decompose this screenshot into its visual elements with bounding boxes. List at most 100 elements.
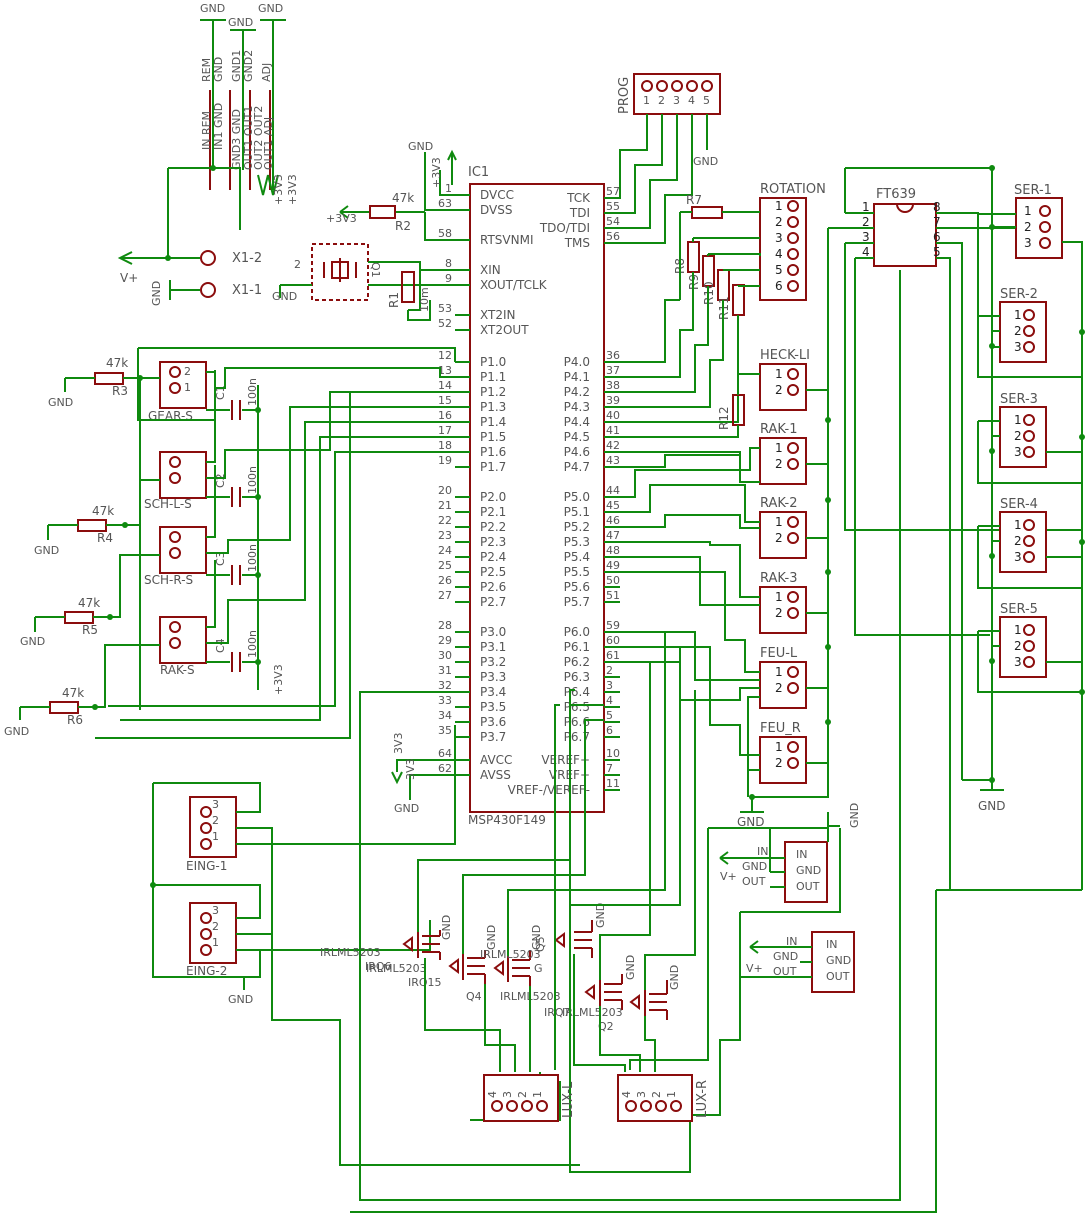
ser3-label: SER-3 [1000,392,1038,407]
ic-right-pin-name: P5.1 [564,505,590,519]
ic-left-pin-name: XT2IN [480,308,516,322]
ic-right-pin-num: 54 [606,215,620,228]
reg2-gnd: GND [826,954,851,967]
ic-left-pin-num: 64 [438,747,452,760]
regulators: IN GND OUT IN GND OUT V+ GND IN GND OUT … [350,270,1082,1213]
ic-left-pin-num: 12 [438,349,452,362]
ic-right-pin-name: TCK [566,191,591,205]
luxr-pin1: 1 [665,1091,678,1098]
ic-right-pin-name: TDO/TDI [539,221,590,235]
luxr-pin4: 4 [620,1091,633,1098]
clock-section: GND +3V3 +3V3 47k R2 Q1 2 GND R1 10m [272,140,470,321]
svg-text:1: 1 [775,665,783,679]
ft-pin6: 6 [933,230,941,244]
ic-left-pin-num: 53 [438,302,452,315]
v33-caps: +3V3 [272,664,285,695]
ic-left-pin-name: DVSS [480,203,512,217]
reg1-in: IN [796,848,807,861]
ic-right-pin-name: P4.7 [564,460,590,474]
reg1-gnd: GND [796,864,821,877]
ser4: 123 SER-4 [999,497,1047,573]
ic-right-pin-num: 50 [606,574,620,587]
ic-left-pin-num: 26 [438,574,452,587]
luxl-pin1: 1 [531,1091,544,1098]
svg-text:2: 2 [775,681,783,695]
c4-value: 100n [246,630,259,658]
gnd-prog: GND [693,155,718,168]
ft-pin5: 5 [933,245,941,259]
svg-text:2: 2 [775,383,783,397]
r1-label: R1 [387,292,401,308]
gnd-quartz: GND [272,290,297,303]
ic-right-pin-name: P5.6 [564,580,590,594]
raks-label: RAK-S [160,663,195,677]
ic-left-pin-name: P2.1 [480,505,506,519]
ic-left-pin-name: AVSS [480,768,511,782]
svg-text:3: 3 [1014,340,1022,354]
feur-label: FEU_R [760,721,801,736]
ic-left-pin-name: P2.3 [480,535,506,549]
ic-right-pin-name: VREF-/VEREF- [508,783,590,797]
ic-left-pin-num: 30 [438,649,452,662]
schl-label: SCH-L-S [144,497,192,511]
q16-g: G [534,962,543,975]
ic-left-pin-name: P3.2 [480,655,506,669]
q4-name: Q4 [466,990,482,1003]
gnd-r5: GND [20,635,45,648]
reg1-out: OUT [796,880,820,893]
eing-connectors: 3 2 1 EING-1 3 2 1 EING-2 GND [150,725,580,1166]
ic-right-pin-name: P6.4 [564,685,590,699]
ser2-label: SER-2 [1000,287,1038,302]
luxr-label: LUX-R [695,1080,710,1118]
ic-left-pin-num: 13 [438,364,452,377]
gnd-label-x1: GND [150,281,163,306]
q7-gnd: GND [624,955,637,980]
svg-text:6: 6 [775,279,783,293]
ic-right-pin-name: P4.5 [564,430,590,444]
ic-left-pin-num: 58 [438,227,452,240]
q5-name: Q5 [534,936,547,952]
luxl-pin2: 2 [516,1091,529,1098]
reg1-gnd-l: GND [742,860,767,873]
q16-part: IRLML5203 [480,948,541,961]
ic-left-pin-name: P1.6 [480,445,506,459]
ic1-right-pins: 57TCK55TDI54TDO/TDI56TMS36P4.037P4.138P4… [508,185,620,797]
ic-left-pin-name: P1.5 [480,430,506,444]
left-inputs: 2 1 GEAR-S SCH-L-S SCH-R-S RAK-S C1 C2 C… [4,347,470,739]
ic-left-pin-name: XIN [480,263,501,277]
ic-left-pin-name: P1.4 [480,415,506,429]
c3-value: 100n [246,544,259,572]
mosfet-q7: GND IRQ7 IRLML5203 Q2 [544,955,637,1033]
x1-terminals: X1-2 X1-1 V+ GND [117,250,262,306]
eing2-pin3: 3 [212,904,219,917]
ic-right-pin-num: 41 [606,424,620,437]
ic-left-pin-num: 25 [438,559,452,572]
ic-right-pin-name: P6.2 [564,655,590,669]
ic-left-pin-num: 23 [438,529,452,542]
ic-left-pin-name: P3.4 [480,685,506,699]
ic-left-pin-num: 18 [438,439,452,452]
ic-right-pin-name: P5.5 [564,565,590,579]
prog-pin-4: 4 [688,94,695,107]
ic-right-pin-num: 57 [606,185,620,198]
q7-part: IRLML5203 [562,1006,623,1019]
ser1: 123 SER-1 [1014,183,1063,259]
svg-text:2: 2 [775,531,783,545]
ic-left-pin-num: 17 [438,424,452,437]
eing1-pin3: 3 [212,798,219,811]
ic-left-pin-name: P3.1 [480,640,506,654]
svg-text:2: 2 [775,606,783,620]
ic-left-pin-num: 9 [445,272,452,285]
ic-right-pin-name: P6.7 [564,730,590,744]
luxl-pin3: 3 [501,1091,514,1098]
eing1-label: EING-1 [186,859,227,873]
eing2-label: EING-2 [186,964,227,978]
svg-text:1: 1 [1014,518,1022,532]
ic-right-pin-name: P4.2 [564,385,590,399]
prog-pin-3: 3 [673,94,680,107]
ic-right-pin-num: 61 [606,649,620,662]
ft-pin8: 8 [933,200,941,214]
conn-line3: GND3 GND [230,109,243,170]
r12-label: R12 [717,406,731,430]
